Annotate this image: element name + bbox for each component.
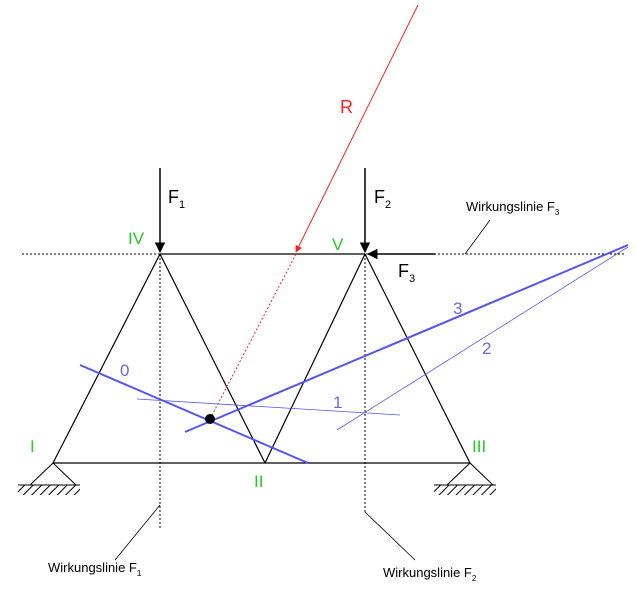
- ray-3: [184, 244, 629, 433]
- ray-label-0: 0: [120, 361, 129, 380]
- leader-f1: [114, 504, 161, 561]
- resultant-extension: [209, 253, 297, 420]
- leader-f3: [464, 219, 491, 255]
- node-label-i: I: [30, 437, 35, 456]
- ray-label-1: 1: [333, 393, 342, 412]
- force-label-f3: F3: [398, 261, 415, 285]
- member-i-iv: [52, 253, 161, 464]
- ray-label-2: 2: [482, 339, 491, 358]
- member-iv-ii: [159, 253, 266, 464]
- ray-2: [336, 246, 629, 431]
- force-label-f2: F2: [374, 187, 391, 211]
- member-v-iii: [364, 253, 471, 464]
- member-ii-v: [264, 253, 366, 464]
- intersection-point-icon: [205, 414, 215, 424]
- resultant-label: R: [340, 97, 353, 117]
- pin-support-icon: [434, 462, 496, 495]
- caption-line-of-action-f1: Wirkungslinie F1: [48, 560, 142, 578]
- pin-support-icon: [18, 462, 80, 495]
- truss-members: [52, 253, 471, 464]
- force-label-f1: F1: [168, 187, 185, 211]
- leader-f2: [364, 511, 416, 561]
- resultant-arrow: [295, 4, 419, 253]
- node-label-iii: III: [472, 437, 486, 456]
- ray-0: [79, 364, 309, 464]
- node-label-iv: IV: [128, 229, 145, 248]
- caption-line-of-action-f3: Wirkungslinie F3: [466, 199, 560, 217]
- ray-label-3: 3: [453, 299, 462, 318]
- ray-1: [136, 398, 401, 416]
- node-label-v: V: [332, 235, 344, 254]
- caption-line-of-action-f2: Wirkungslinie F2: [383, 565, 477, 583]
- node-label-ii: II: [254, 472, 263, 491]
